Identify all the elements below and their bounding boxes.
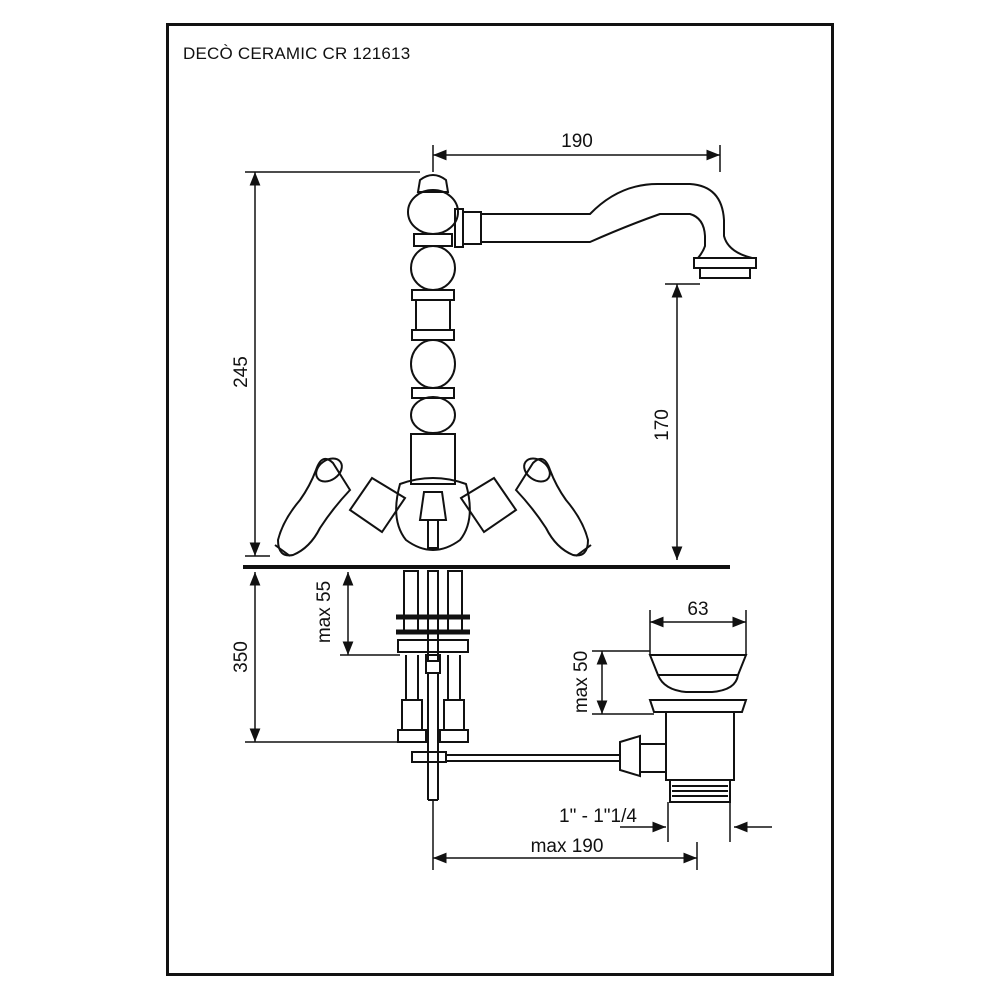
right-handle bbox=[459, 457, 592, 557]
dim-rod-reach-label: max 190 bbox=[531, 836, 604, 857]
dim-spout-height-label: 170 bbox=[652, 409, 673, 441]
popup-waste bbox=[619, 654, 748, 803]
dim-spout-reach-label: 190 bbox=[561, 131, 593, 152]
dim-thread-label: 1" - 1"1/4 bbox=[559, 806, 637, 827]
left-handle bbox=[274, 457, 407, 557]
drawing-frame bbox=[166, 23, 834, 976]
dim-below-deck-label: 350 bbox=[231, 641, 252, 673]
dim-waste-diameter-label: 63 bbox=[687, 599, 708, 620]
dim-waste-thickness-label: max 50 bbox=[571, 651, 592, 713]
dim-deck-thickness-label: max 55 bbox=[314, 581, 335, 643]
dim-total-height-label: 245 bbox=[231, 356, 252, 388]
drawing-title: DECÒ CERAMIC CR 121613 bbox=[183, 44, 411, 63]
faucet-body bbox=[395, 174, 471, 551]
under-deck-assembly bbox=[396, 570, 620, 801]
faucet-spout bbox=[454, 182, 757, 279]
